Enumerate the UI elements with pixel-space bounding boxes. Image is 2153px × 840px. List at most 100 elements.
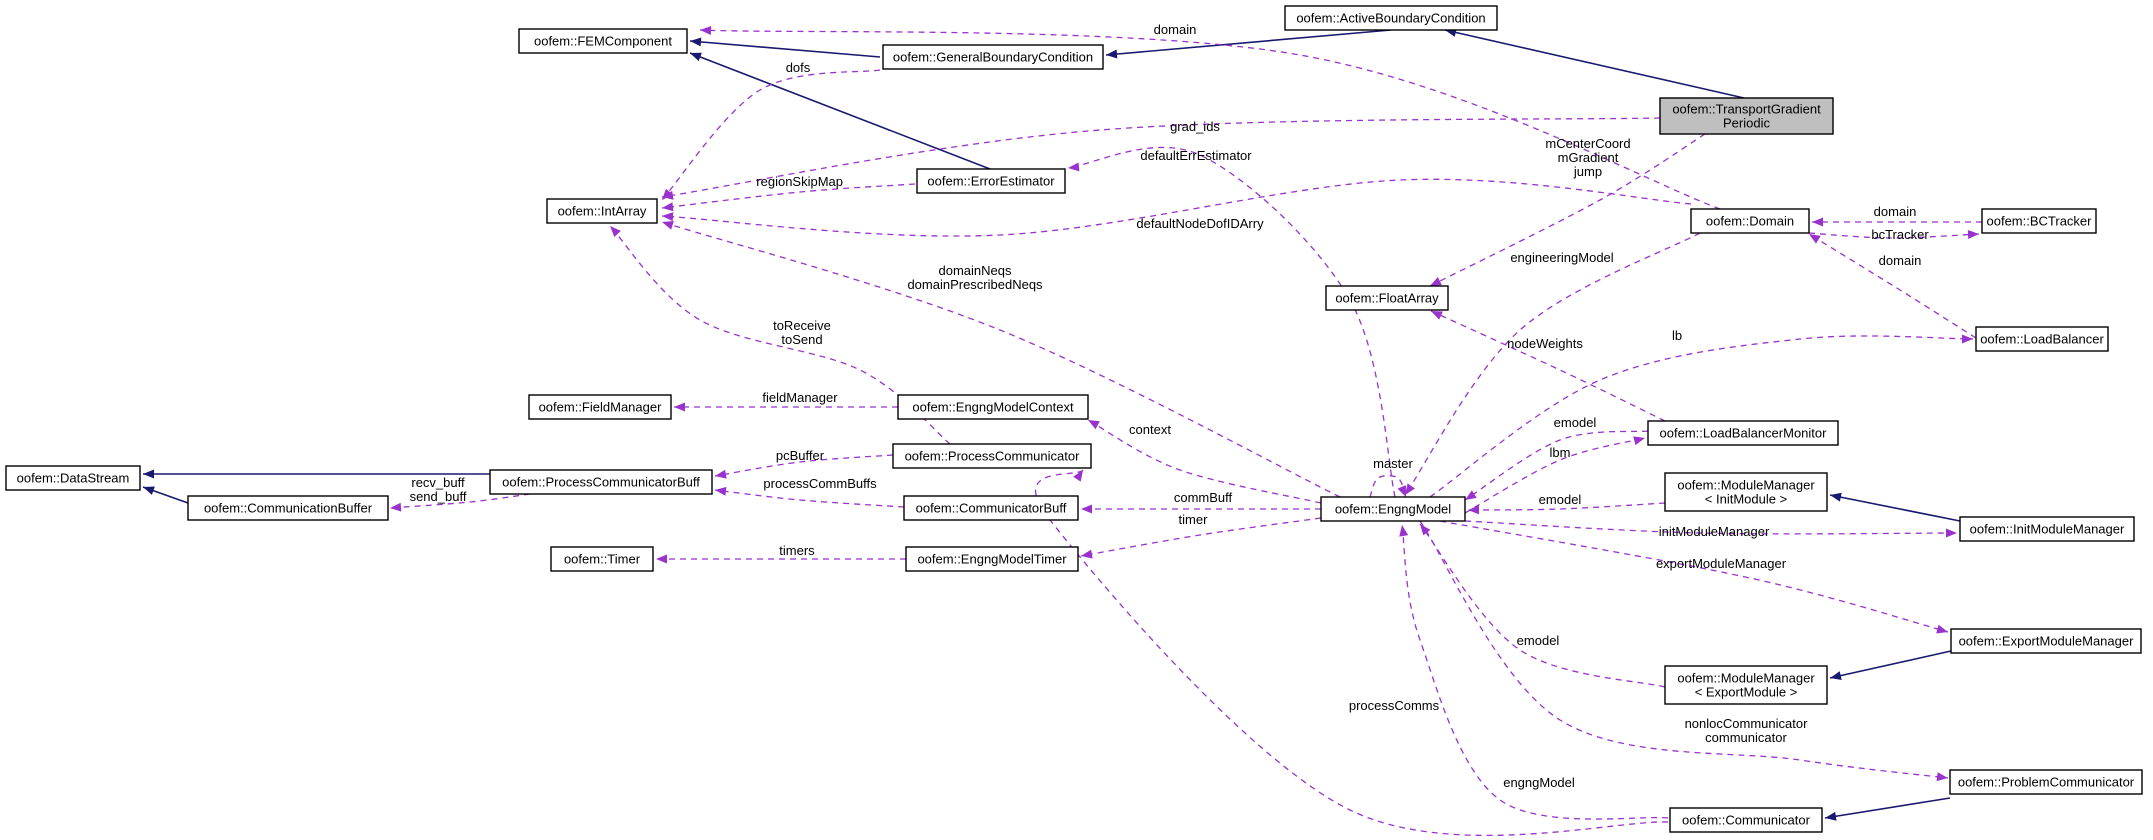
class-node-processcommunicatorbuff[interactable]: oofem::ProcessCommunicatorBuff bbox=[489, 469, 713, 495]
edge-label: processCommBuffs bbox=[763, 476, 877, 491]
edge-layer bbox=[142, 25, 1982, 837]
class-name-label: oofem::ErrorEstimator bbox=[927, 174, 1055, 189]
usage-edge-modulemanagerinit-to-engngmodel bbox=[1467, 502, 1666, 515]
class-node-loadbalancer[interactable]: oofem::LoadBalancer bbox=[1975, 326, 2109, 352]
class-node-communicator[interactable]: oofem::Communicator bbox=[1669, 807, 1823, 833]
edge-line bbox=[661, 69, 881, 201]
usage-edge-domain-to-engngmodel bbox=[1404, 232, 1701, 496]
class-name-label: oofem::ModuleManager bbox=[1677, 671, 1815, 686]
class-name-label: oofem::FieldManager bbox=[539, 400, 663, 415]
edge-label: engineeringModel bbox=[1510, 250, 1613, 265]
edge-line bbox=[1808, 232, 1980, 239]
class-node-problemcommunicator[interactable]: oofem::ProblemCommunicator bbox=[1949, 769, 2143, 795]
edge-label: lbm bbox=[1550, 445, 1571, 460]
edge-line bbox=[1824, 797, 1951, 819]
class-box bbox=[897, 394, 1089, 420]
arrowhead-icon bbox=[1397, 485, 1406, 497]
edge-label-layer: domaindofsgrad_idsregionSkipMapdefaultNo… bbox=[410, 22, 1930, 790]
class-name-label: oofem::FloatArray bbox=[1335, 291, 1439, 306]
arrowhead-icon bbox=[1946, 528, 1957, 538]
edge-line bbox=[1369, 474, 1407, 498]
class-node-floatarray[interactable]: oofem::FloatArray bbox=[1325, 285, 1449, 311]
edge-line bbox=[1429, 133, 1706, 287]
edge-line bbox=[661, 178, 1692, 237]
edge-line bbox=[661, 183, 916, 209]
class-box bbox=[528, 394, 672, 420]
edge-label: send_buff bbox=[410, 489, 467, 504]
usage-edge-communicator-to-processcommunicator bbox=[1034, 469, 1669, 837]
class-node-exportmodulemanager[interactable]: oofem::ExportModuleManager bbox=[1950, 628, 2142, 654]
edge-line bbox=[1087, 419, 1322, 504]
class-node-engngmodelcontext[interactable]: oofem::EngngModelContext bbox=[897, 394, 1089, 420]
arrowhead-icon bbox=[700, 25, 712, 35]
inheritance-edge-communicationbuffer-to-datastream bbox=[142, 486, 189, 504]
class-name-label: Periodic bbox=[1723, 116, 1770, 131]
class-box bbox=[187, 495, 389, 521]
inheritance-edge-initmodulemanager-to-modulemanagerinit bbox=[1829, 492, 1961, 522]
edge-line bbox=[1464, 437, 1646, 514]
class-box bbox=[916, 168, 1066, 194]
edge-line bbox=[1808, 233, 1977, 339]
class-node-initmodulemanager[interactable]: oofem::InitModuleManager bbox=[1959, 516, 2135, 542]
usage-edge-modulemanagerexport-to-engngmodel bbox=[1419, 523, 1666, 688]
class-box bbox=[489, 469, 713, 495]
arrowhead-icon bbox=[662, 202, 674, 212]
edge-line bbox=[689, 52, 991, 170]
edge-label: mCenterCoord bbox=[1545, 136, 1630, 151]
edge-line bbox=[1467, 502, 1666, 511]
arrowhead-icon bbox=[1399, 525, 1409, 537]
class-node-communicationbuffer[interactable]: oofem::CommunicationBuffer bbox=[187, 495, 389, 521]
class-box bbox=[1959, 516, 2135, 542]
edge-line bbox=[1404, 232, 1701, 496]
edge-label: grad_ids bbox=[1170, 119, 1220, 134]
class-node-processcommunicator[interactable]: oofem::ProcessCommunicator bbox=[892, 443, 1092, 469]
arrowhead-icon bbox=[1967, 229, 1979, 239]
arrowhead-icon bbox=[656, 554, 667, 564]
edge-label: exportModuleManager bbox=[1656, 556, 1787, 571]
usage-edge-engngmodel-to-engngmodel bbox=[1369, 474, 1407, 498]
usage-edge-engngmodel-to-problemcommunicator bbox=[1419, 520, 1949, 782]
edge-label: bcTracker bbox=[1871, 227, 1929, 242]
class-node-intarray[interactable]: oofem::IntArray bbox=[546, 198, 658, 224]
class-node-errorestimator[interactable]: oofem::ErrorEstimator bbox=[916, 168, 1066, 194]
arrowhead-icon bbox=[1633, 436, 1645, 446]
arrowhead-icon bbox=[715, 469, 727, 479]
class-box bbox=[882, 44, 1104, 70]
class-node-modulemanagerexport[interactable]: oofem::ModuleManager< ExportModule > bbox=[1664, 665, 1828, 705]
edge-label: mGradient bbox=[1558, 150, 1619, 165]
edge-label: timers bbox=[779, 543, 815, 558]
arrowhead-icon bbox=[1468, 505, 1480, 515]
class-node-fieldmanager[interactable]: oofem::FieldManager bbox=[528, 394, 672, 420]
edge-label: toSend bbox=[781, 332, 822, 347]
class-node-activebc[interactable]: oofem::ActiveBoundaryCondition bbox=[1284, 5, 1498, 31]
edge-line bbox=[1401, 524, 1669, 820]
usage-edge-engngmodelcontext-to-fieldmanager bbox=[674, 402, 898, 412]
usage-edge-domain-to-intarray bbox=[661, 178, 1692, 237]
class-node-communicatorbuff[interactable]: oofem::CommunicatorBuff bbox=[903, 495, 1079, 521]
usage-edge-domain-to-bctracker bbox=[1808, 229, 1980, 239]
class-name-label: oofem::ProcessCommunicator bbox=[905, 449, 1081, 464]
class-name-label: oofem::ActiveBoundaryCondition bbox=[1296, 11, 1485, 26]
class-name-label: oofem::BCTracker bbox=[1987, 214, 2093, 229]
class-node-domain[interactable]: oofem::Domain bbox=[1690, 208, 1810, 234]
edge-line bbox=[1439, 520, 1949, 633]
class-node-generalbc[interactable]: oofem::GeneralBoundaryCondition bbox=[882, 44, 1104, 70]
class-node-timer[interactable]: oofem::Timer bbox=[550, 546, 654, 572]
edge-line bbox=[661, 221, 1341, 498]
arrowhead-icon bbox=[674, 402, 685, 412]
class-node-bctracker[interactable]: oofem::BCTracker bbox=[1981, 208, 2097, 234]
edge-label: processComms bbox=[1349, 698, 1440, 713]
edge-label: dofs bbox=[786, 60, 811, 75]
class-node-loadbalancermonitor[interactable]: oofem::LoadBalancerMonitor bbox=[1647, 420, 1839, 446]
class-node-femcomponent[interactable]: oofem::FEMComponent bbox=[518, 28, 688, 54]
edge-line bbox=[1080, 517, 1322, 557]
class-box bbox=[1981, 208, 2097, 234]
usage-edge-engngmodel-to-communicatorbuff bbox=[1081, 504, 1321, 514]
edge-label: domainNeqs bbox=[939, 263, 1012, 278]
class-node-datastream[interactable]: oofem::DataStream bbox=[5, 465, 141, 491]
class-node-engngmodeltimer[interactable]: oofem::EngngModelTimer bbox=[905, 546, 1079, 572]
class-node-engngmodel[interactable]: oofem::EngngModel bbox=[1320, 496, 1466, 522]
class-node-modulemanagerinit[interactable]: oofem::ModuleManager< InitModule > bbox=[1664, 472, 1828, 512]
